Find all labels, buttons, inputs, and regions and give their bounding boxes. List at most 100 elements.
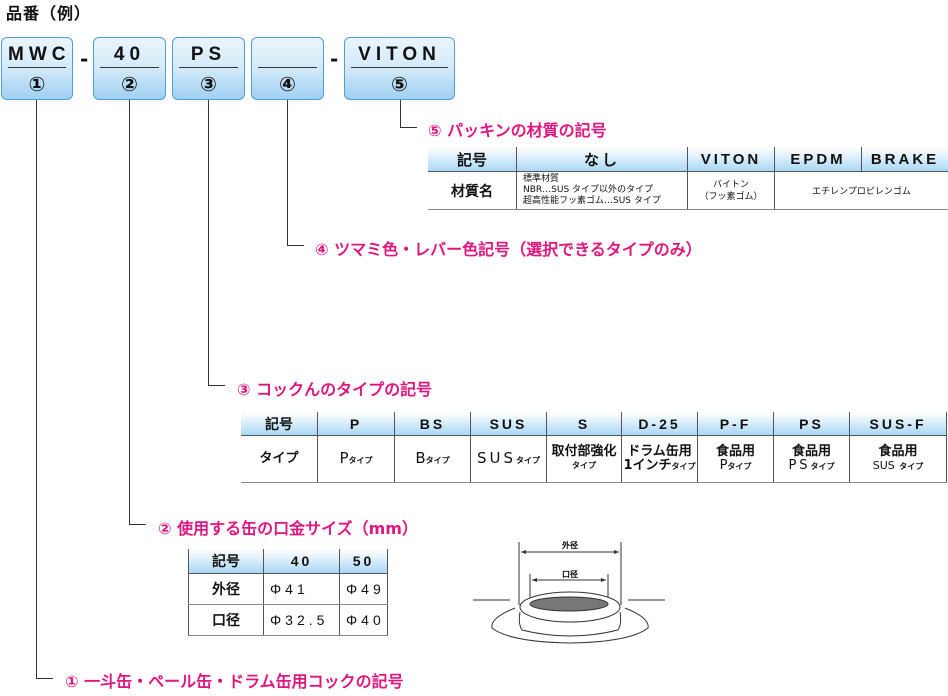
- type-cell: 取付部強化タイプ: [546, 435, 622, 483]
- code-segment-1: MWC ①: [1, 37, 73, 100]
- type-line1: 取付部強化: [551, 444, 617, 459]
- type-line1: 食品用: [791, 443, 831, 459]
- connector-1-horizontal: [36, 678, 53, 679]
- row-label: 口径: [188, 604, 264, 636]
- mouth-neck: [518, 611, 622, 637]
- segment-value: PS: [179, 42, 238, 68]
- arrow-head: [601, 578, 606, 582]
- segment-number: ②: [121, 72, 138, 96]
- connector-4-horizontal: [287, 245, 304, 246]
- segment-value: VITON: [351, 42, 448, 68]
- segment-value: MWC: [8, 42, 66, 68]
- segment-value: 40: [100, 42, 159, 68]
- separator-dash: -: [330, 47, 339, 71]
- header-cell: BRAKE: [861, 147, 948, 172]
- connector-3-horizontal: [208, 385, 225, 386]
- connector-5-horizontal: [400, 127, 417, 128]
- type-cell: SUSタイプ: [470, 435, 547, 483]
- inner-diameter-label: 口径: [562, 569, 578, 579]
- connector-5-vertical: [400, 100, 401, 128]
- type-cell: Pタイプ: [317, 435, 395, 483]
- type-sub: タイプ: [810, 461, 835, 471]
- type-main: SUS: [476, 448, 517, 467]
- section3-heading: ③ コックんのタイプの記号: [237, 380, 433, 399]
- type-main: B: [415, 448, 426, 467]
- header-cell: SUS-F: [849, 412, 947, 436]
- type-cell: Bタイプ: [394, 435, 471, 483]
- type-sub: タイプ: [727, 461, 752, 471]
- can-rim: [491, 607, 649, 644]
- mouth-opening: [529, 596, 609, 612]
- arrow-head: [521, 550, 526, 554]
- arrow-head: [532, 578, 537, 582]
- section2-heading: ② 使用する缶の口金サイズ（mm）: [158, 519, 418, 538]
- code-segment-3: PS ③: [172, 37, 245, 100]
- header-cell: P-F: [697, 412, 774, 436]
- type-main: P: [339, 448, 349, 467]
- cell-line: バイトン: [712, 179, 749, 190]
- value-cell: Φ32.5: [263, 604, 340, 636]
- packing-material-table: 記号 なし VITON EPDM BRAKE 材質名 標準材質 NBR…SUS …: [428, 147, 948, 210]
- connector-2-vertical: [129, 100, 130, 525]
- header-cell: 記号: [428, 147, 517, 172]
- row-label: 外径: [188, 573, 264, 605]
- type-line2: 1インチ: [623, 457, 672, 473]
- connector-1-vertical: [36, 100, 37, 679]
- can-mouth-diagram: 外径 口径: [473, 540, 665, 644]
- type-sub: タイプ: [671, 461, 696, 471]
- arrow-head: [614, 550, 619, 554]
- type-sub: タイプ: [899, 461, 924, 471]
- cell-none: 標準材質 NBR…SUS タイプ以外のタイプ 超高性能フッ素ゴム…SUS タイプ: [516, 171, 688, 210]
- value-cell: Φ41: [263, 573, 340, 605]
- row-label: 材質名: [428, 171, 517, 210]
- header-cell: SUS: [470, 412, 547, 436]
- header-cell: 50: [339, 549, 388, 574]
- outer-diameter-label: 外径: [562, 540, 578, 550]
- cell-epdm-brake: エチレンプロピレンゴム: [774, 171, 948, 210]
- type-line2: SUS: [872, 458, 895, 472]
- header-cell: BS: [394, 412, 471, 436]
- connector-3-vertical: [208, 100, 209, 386]
- segment-number: ⑤: [391, 72, 408, 96]
- row-label: タイプ: [241, 435, 318, 483]
- cell-line: NBR…SUS タイプ以外のタイプ: [523, 185, 654, 195]
- code-segment-2: 40 ②: [93, 37, 166, 100]
- cell-line: （フッ素ゴム）: [699, 191, 763, 202]
- can-size-table: 記号 40 50 外径 Φ41 Φ49 口径 Φ32.5 Φ40: [188, 549, 388, 636]
- connector-2-horizontal: [129, 524, 146, 525]
- header-cell: VITON: [687, 147, 775, 172]
- cock-type-table: 記号 P BS SUS S D-25 P-F PS SUS-F タイプ Pタイプ…: [241, 412, 947, 483]
- header-cell: 記号: [188, 549, 264, 574]
- section4-heading: ④ ツマミ色・レバー色記号（選択できるタイプのみ）: [315, 240, 702, 259]
- segment-value: [258, 42, 317, 68]
- header-cell: D-25: [621, 412, 698, 436]
- type-sub: タイプ: [516, 455, 541, 465]
- page-title: 品番（例）: [6, 4, 92, 23]
- cell-viton: バイトン （フッ素ゴム）: [687, 171, 775, 210]
- value-cell: Φ49: [339, 573, 388, 605]
- header-cell: P: [317, 412, 395, 436]
- type-line2: P: [719, 457, 728, 473]
- connector-4-vertical: [287, 100, 288, 246]
- segment-number: ③: [200, 72, 217, 96]
- header-cell: なし: [516, 147, 688, 172]
- segment-number: ④: [279, 72, 296, 96]
- separator-dash: -: [80, 47, 89, 71]
- header-cell: 記号: [241, 412, 318, 436]
- cell-line: 超高性能フッ素ゴム…SUS タイプ: [523, 196, 661, 206]
- type-line1: ドラム缶用: [627, 443, 692, 459]
- section5-heading: ⑤ パッキンの材質の記号: [428, 121, 607, 140]
- type-sub: タイプ: [425, 455, 450, 465]
- segment-number: ①: [28, 72, 46, 96]
- type-line1: 食品用: [878, 443, 918, 459]
- header-cell: S: [546, 412, 622, 436]
- section1-heading: ① 一斗缶・ペール缶・ドラム缶用コックの記号: [65, 672, 404, 691]
- header-cell: PS: [773, 412, 850, 436]
- header-cell: 40: [263, 549, 340, 574]
- header-cell: EPDM: [774, 147, 862, 172]
- type-sub: タイプ: [348, 455, 373, 465]
